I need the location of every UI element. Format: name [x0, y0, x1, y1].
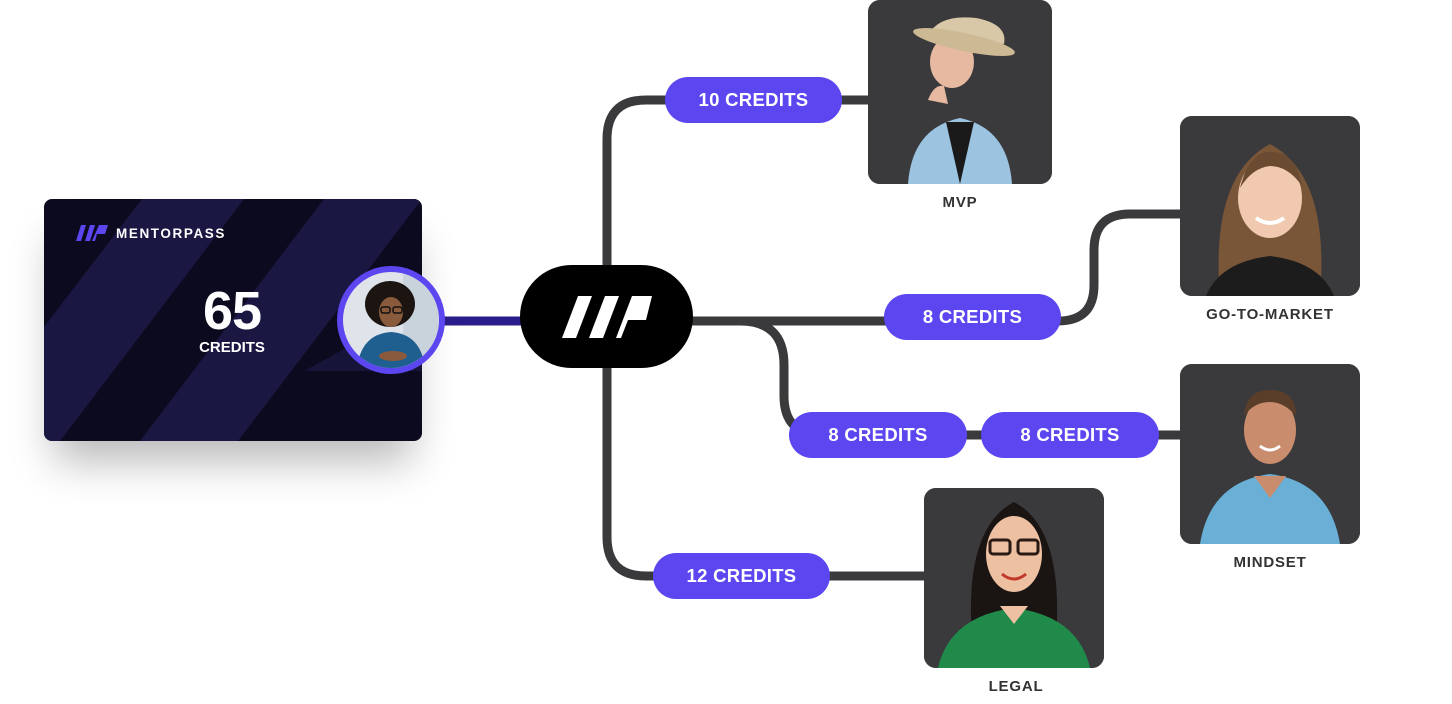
mentor-topic-mindset: MINDSET	[1233, 554, 1307, 571]
mentor-photo-mvp[interactable]	[868, 0, 1052, 184]
brand-logo-icon	[76, 225, 108, 241]
hub-logo-icon	[561, 295, 652, 338]
user-photo	[343, 272, 439, 368]
credit-card: MENTORPASS 65 CREDITS	[44, 199, 422, 441]
mentorpass-hub[interactable]	[520, 265, 693, 368]
credits-pill-legal[interactable]: 12 CREDITS	[653, 553, 830, 599]
connector-mvp	[602, 95, 885, 305]
connector-legal	[602, 325, 935, 581]
mentor-gtm-portrait	[1180, 116, 1360, 296]
mentor-topic-go-to-market: GO-TO-MARKET	[1206, 306, 1334, 323]
credits-pill-mindset-1[interactable]: 8 CREDITS	[789, 412, 967, 458]
connector-gtm	[675, 209, 1195, 326]
mentor-mvp-portrait	[868, 0, 1052, 184]
brand-logo: MENTORPASS	[76, 225, 226, 241]
mentor-photo-go-to-market[interactable]	[1180, 116, 1360, 296]
credits-pill-go-to-market[interactable]: 8 CREDITS	[884, 294, 1061, 340]
credit-balance: 65 CREDITS	[164, 283, 300, 357]
credits-pill-mindset-2[interactable]: 8 CREDITS	[981, 412, 1159, 458]
balance-unit: CREDITS	[199, 339, 265, 356]
balance-value: 65	[202, 281, 262, 341]
mentor-topic-legal: LEGAL	[988, 678, 1044, 695]
brand-name: MENTORPASS	[116, 225, 227, 241]
mentor-photo-mindset[interactable]	[1180, 364, 1360, 544]
mentor-photo-legal[interactable]	[924, 488, 1104, 668]
user-avatar[interactable]	[337, 266, 445, 374]
credits-pill-mvp[interactable]: 10 CREDITS	[665, 77, 842, 123]
mentor-legal-portrait	[924, 488, 1104, 668]
mentor-topic-mvp: MVP	[942, 194, 978, 211]
mentor-mindset-portrait	[1180, 364, 1360, 544]
